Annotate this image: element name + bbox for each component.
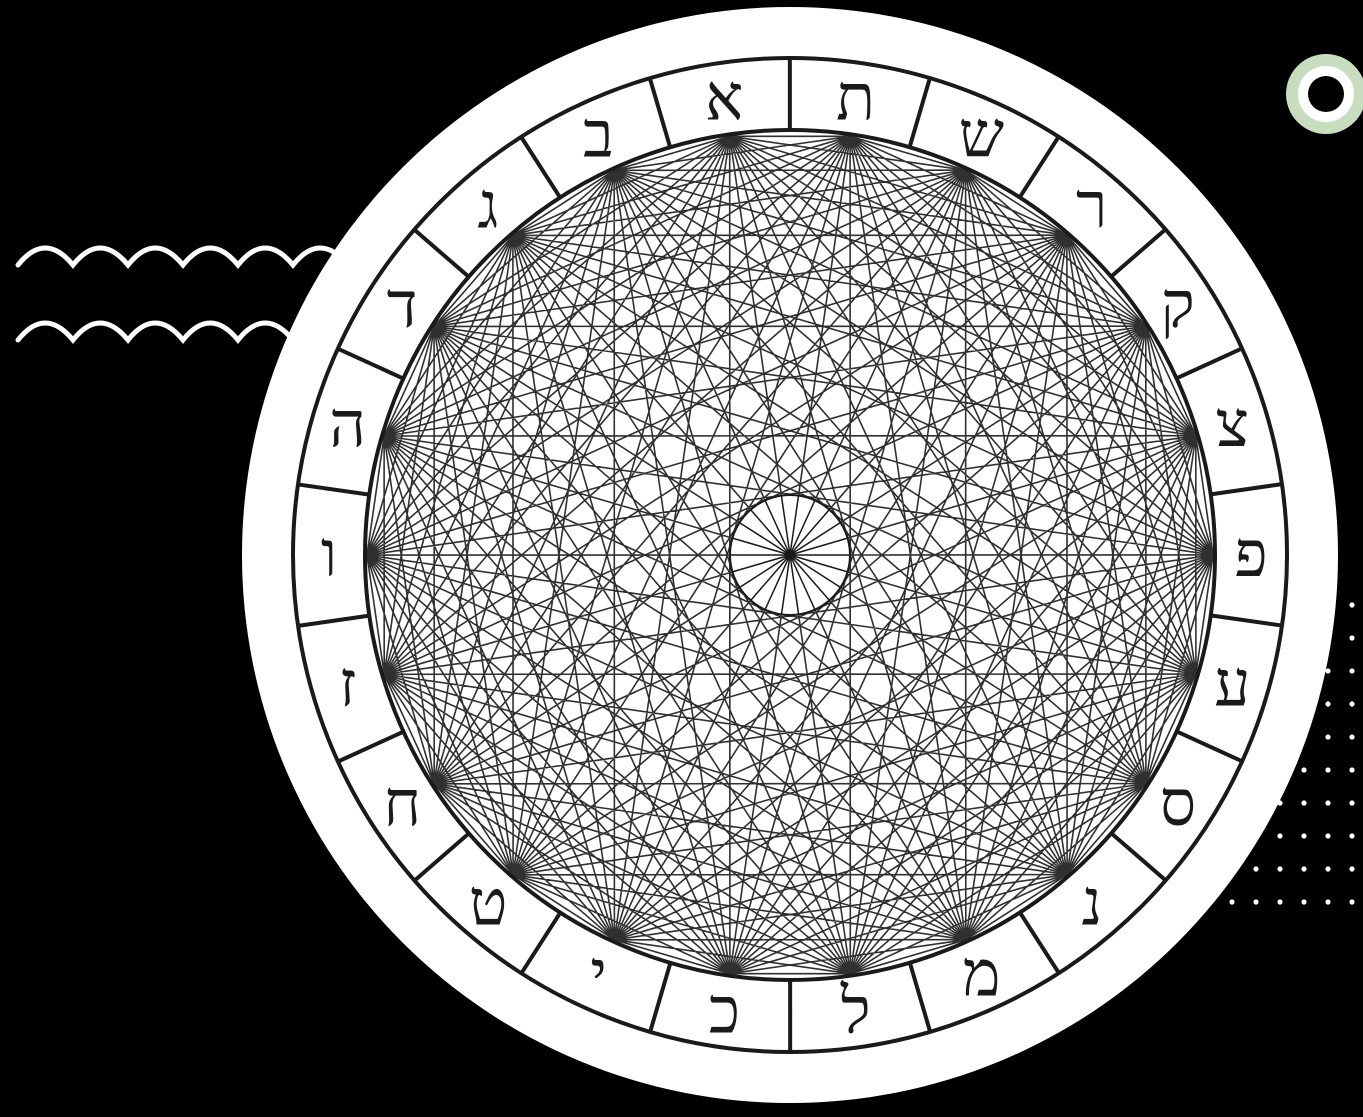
hebrew-letter: ס: [1160, 767, 1196, 841]
hebrew-letter: ק: [1161, 269, 1195, 343]
hebrew-letter: ת: [836, 62, 875, 136]
hebrew-letter: צ: [1216, 388, 1250, 462]
center-star: [730, 495, 850, 615]
hebrew-letter: פ: [1234, 518, 1268, 592]
hebrew-letter: ע: [1214, 648, 1250, 722]
hebrew-letter: ט: [469, 866, 508, 940]
hebrew-letter: י: [590, 937, 607, 1011]
hebrew-letter: ה: [329, 388, 366, 462]
hebrew-letter: ר: [1076, 170, 1107, 244]
hebrew-letter: ש: [959, 99, 1004, 173]
hebrew-letter: נ: [1082, 866, 1103, 940]
ring-icon: [1286, 54, 1363, 134]
hebrew-letter: כ: [709, 974, 740, 1048]
hebrew-letter: ד: [387, 269, 418, 343]
hebrew-letter: מ: [963, 937, 1001, 1011]
hebrew-letter: ג: [477, 170, 498, 244]
hebrew-letter: ב: [583, 99, 614, 173]
hebrew-letter: ז: [339, 648, 357, 722]
hebrew-letter: א: [705, 62, 743, 136]
hebrew-letter: ח: [383, 767, 421, 841]
hebrew-letter: ל: [840, 974, 871, 1048]
hebrew-letter: ו: [321, 518, 337, 592]
